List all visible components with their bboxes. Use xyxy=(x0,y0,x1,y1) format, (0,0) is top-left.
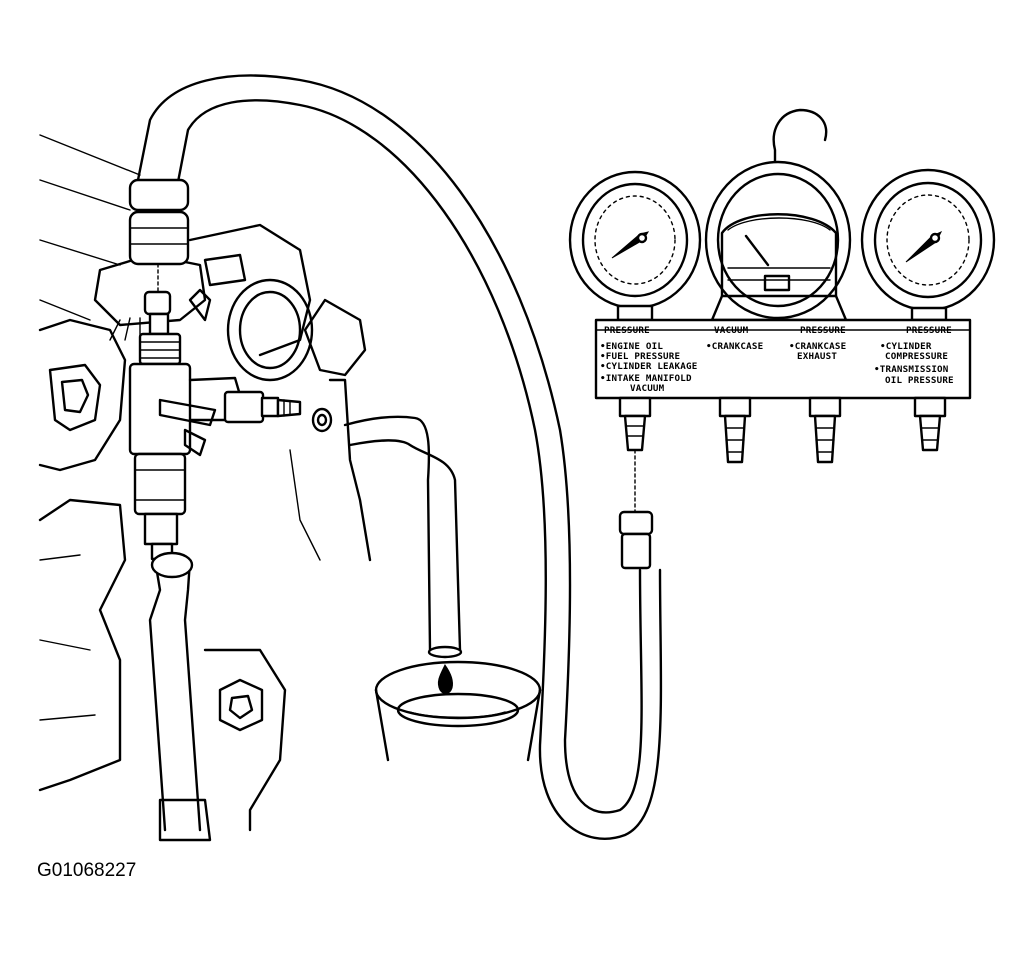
panel-header-1: PRESSURE xyxy=(604,325,650,336)
panel-col1-line2: •FUEL PRESSURE xyxy=(600,351,680,362)
panel-header-2: VACUUM xyxy=(714,325,749,336)
hose-barbs xyxy=(618,396,947,464)
drain-container xyxy=(374,660,542,762)
panel-col1-line1: •ENGINE OIL xyxy=(600,341,663,352)
test-tee-fitting xyxy=(128,290,333,561)
figure-id-label: G01068227 xyxy=(37,860,137,881)
throttle-body xyxy=(93,223,314,382)
panel-col4-line4: OIL PRESSURE xyxy=(885,375,954,386)
test-hose xyxy=(128,74,663,840)
panel-col3-line1: •CRANKCASE xyxy=(789,341,846,352)
panel-col4-line2: COMPRESSURE xyxy=(885,351,948,362)
fuel-rail xyxy=(148,551,212,842)
panel-col1-line4: •INTAKE MANIFOLD xyxy=(600,373,692,384)
panel-col2-line1: •CRANKCASE xyxy=(706,341,763,352)
panel-header-4: PRESSURE xyxy=(906,325,952,336)
gauge-set: PRESSURE VACUUM PRESSURE PRESSURE •ENGIN… xyxy=(568,108,996,570)
engine-block xyxy=(38,134,372,832)
panel-col3-line2: EXHAUST xyxy=(797,351,837,362)
panel-col4-line3: •TRANSMISSION xyxy=(874,364,949,375)
panel-labels: PRESSURE VACUUM PRESSURE PRESSURE •ENGIN… xyxy=(600,325,954,394)
panel-col4-line1: •CYLINDER xyxy=(880,341,932,352)
panel-header-3: PRESSURE xyxy=(800,325,846,336)
panel-col1-line5: VACUUM xyxy=(630,383,665,394)
drain-hose xyxy=(343,415,463,695)
panel-col1-line3: •CYLINDER LEAKAGE xyxy=(600,361,697,372)
